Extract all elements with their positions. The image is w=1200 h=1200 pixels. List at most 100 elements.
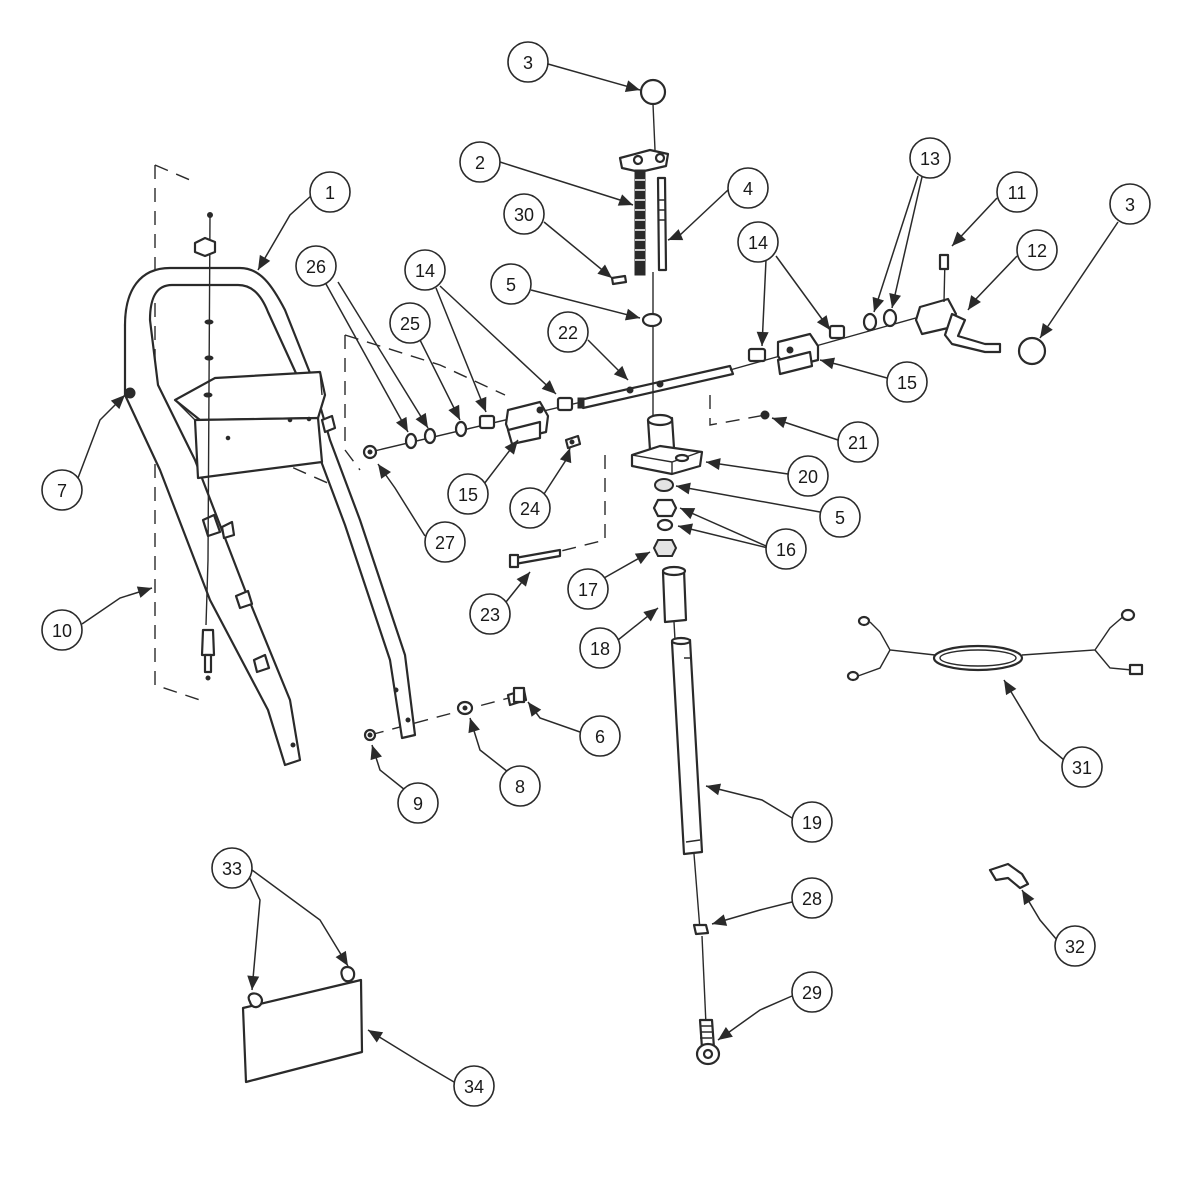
leader-arrowhead [136,586,152,598]
leader-line [679,507,767,547]
leader-arrowhead [541,380,556,394]
callout-number: 8 [515,777,525,797]
leader-arrowhead [597,264,612,278]
callout-number: 15 [458,485,478,505]
callout-number: 23 [480,605,500,625]
left-shaft-stack [362,396,591,460]
leader-arrowhead [504,440,518,455]
leader-arrowhead [110,395,125,410]
callout-number: 20 [798,467,818,487]
leader-arrowhead [816,315,830,330]
callout-number: 3 [523,53,533,73]
leader-arrowhead [395,416,408,432]
callout-circle [424,521,466,563]
callout-circle [41,469,83,511]
callout-circle [737,221,779,263]
callout-number: 10 [52,621,72,641]
callout-gearbox-mount: 20 [787,455,829,497]
callout-number: 32 [1065,937,1085,957]
callout-number: 5 [506,275,516,295]
callout-nut-handle: 9 [397,782,439,824]
leader-arrowhead [624,308,640,321]
leader-line [257,194,313,271]
callout-circle [509,487,551,529]
leader-arrowhead [370,745,382,761]
callout-number: 25 [400,314,420,334]
callout-circle [996,171,1038,213]
leader-arrowhead [889,293,901,308]
leader-arrowhead [475,396,487,412]
callout-number: 13 [920,149,940,169]
callout-bolt-handle: 6 [579,715,621,757]
callout-circle [547,311,589,353]
callout-number: 2 [475,153,485,173]
leader-arrowhead [378,464,391,479]
leader-arrowhead [712,914,728,926]
callout-circle [579,715,621,757]
leader-line [1003,679,1065,761]
leader-arrowhead [678,523,694,536]
leader-line [873,175,919,313]
callout-number: 7 [57,481,67,501]
leader-line [775,255,831,331]
callout-circle [787,455,829,497]
handle-hardware [363,686,528,742]
leader-arrowhead [952,231,966,246]
callout-circle [389,302,431,344]
leader-arrowhead [872,296,885,312]
callout-number: 16 [776,540,796,560]
leader-arrowhead [448,404,460,420]
callout-number: 12 [1027,241,1047,261]
leader-arrowhead [820,357,836,370]
callout-circle [503,193,545,235]
callout-spacers-left: 14 [404,249,446,291]
right-shaft-stack [729,253,1047,376]
vertical-assembly [610,78,721,1066]
callout-circle [507,41,549,83]
callout-circle [404,249,446,291]
callout-number: 6 [595,727,605,747]
leader-line [711,901,793,925]
callout-number: 15 [897,373,917,393]
callout-circle [765,528,807,570]
sign-plate [241,965,364,1084]
callout-circle [295,245,337,287]
callout-circle [579,627,621,669]
callout-crank-handle: 12 [1016,229,1058,271]
leader-line [367,1029,455,1083]
callout-number: 1 [325,183,335,203]
leader-arrowhead [613,365,628,380]
callout-washer-handle: 8 [499,765,541,807]
leader-line [325,283,409,433]
callout-lock-nut: 27 [424,521,466,563]
cable [193,212,217,681]
leader-line [439,285,557,395]
callout-number: 28 [802,889,822,909]
callout-cable: 10 [41,609,83,651]
leader-line [530,289,641,319]
leader-line [705,785,793,819]
callout-circle [469,593,511,635]
callout-number: 14 [748,233,768,253]
callout-number: 30 [514,205,534,225]
callout-bearing-right: 15 [886,361,928,403]
callout-number: 3 [1125,195,1135,215]
leader-line [1039,221,1119,339]
callout-rod-end: 29 [791,971,833,1013]
leader-arrowhead [335,950,348,966]
callout-circle [837,421,879,463]
wire-harness [846,608,1144,682]
callout-circle [499,765,541,807]
callout-circle [567,568,609,610]
callout-set-screw: 11 [996,171,1038,213]
callout-number: 14 [415,261,435,281]
callout-number: 5 [835,508,845,528]
long-bolt [508,548,562,569]
callout-number: 9 [413,794,423,814]
callout-circle [791,971,833,1013]
callout-nut-lower: 28 [791,877,833,919]
callout-circle [819,496,861,538]
callout-circle [490,263,532,305]
callout-circle [1054,925,1096,967]
callout-circle [727,167,769,209]
